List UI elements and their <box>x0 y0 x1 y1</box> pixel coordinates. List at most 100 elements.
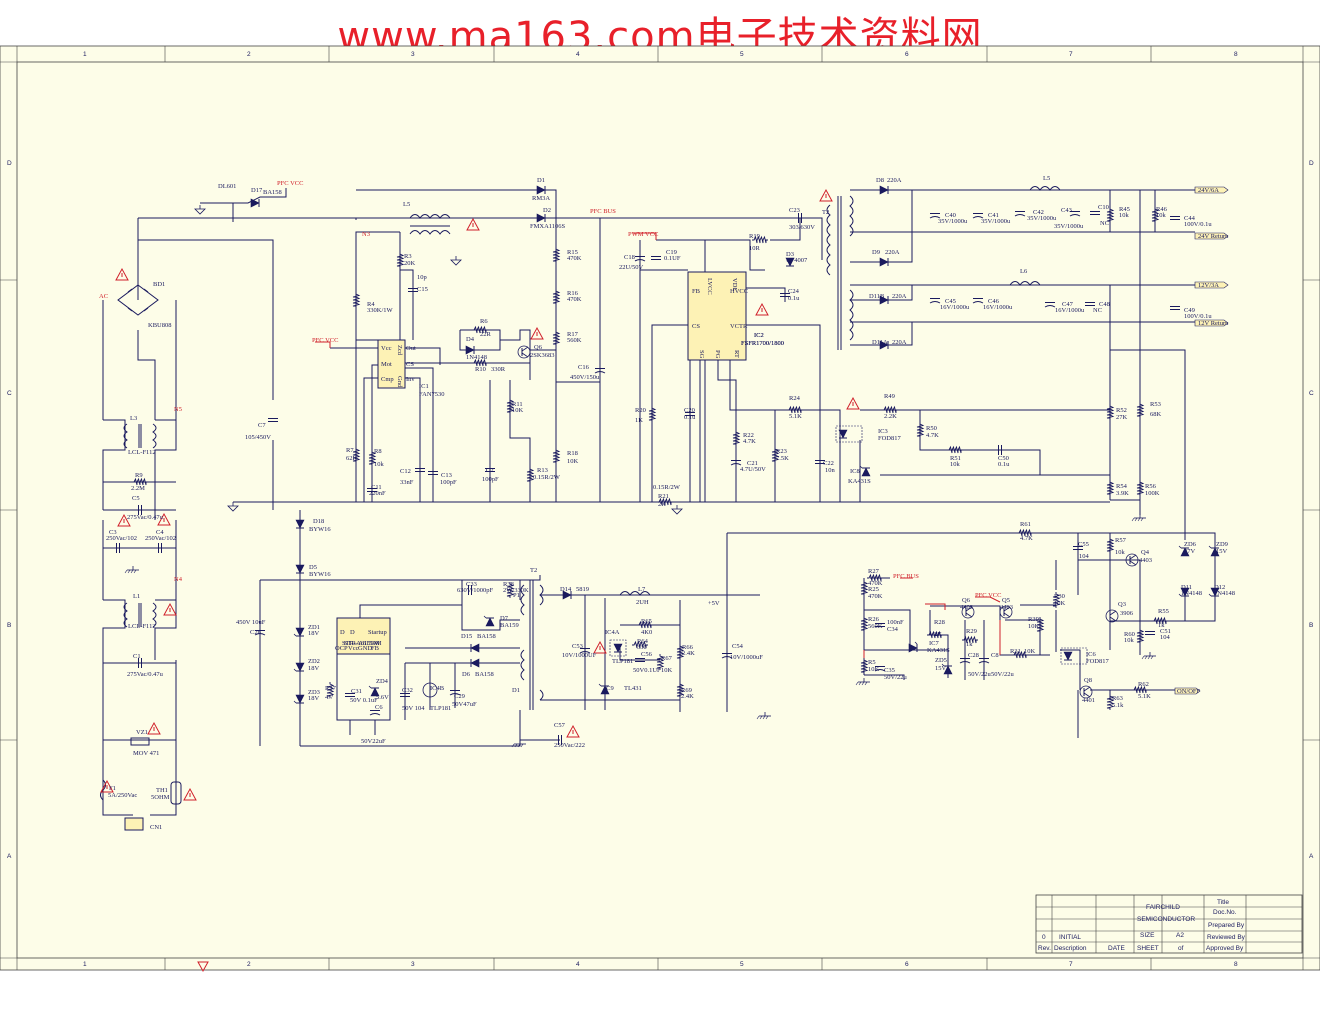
net-n3: N3 <box>362 231 370 238</box>
label-106: 220A <box>887 177 902 184</box>
label-90: C20 <box>684 407 695 414</box>
opto-ic6-led-box <box>1060 647 1088 665</box>
label-92: 0.15R/2W <box>653 484 681 491</box>
label-257: 2W/330K <box>503 587 529 594</box>
resistor-r9 <box>132 477 148 486</box>
label-158: 3.9K <box>1116 490 1129 497</box>
label-252: C29 <box>454 693 465 700</box>
label-8: 2.2M <box>131 485 145 492</box>
label-133: C46 <box>988 298 1000 305</box>
diode-zd5-body <box>943 665 953 675</box>
warning-1 <box>530 326 544 340</box>
cap-c45-plate-b <box>929 301 941 304</box>
frame-row-left-B: B <box>7 622 11 629</box>
label-191: R63 <box>1112 695 1123 702</box>
label-27: R3 <box>404 253 412 260</box>
label-208: 2K <box>934 631 942 638</box>
gnd-dl601-tri <box>194 208 206 215</box>
label-132: 16V/1000u <box>940 304 970 311</box>
label-13: C4 <box>156 529 164 536</box>
label-67: R17 <box>567 331 579 338</box>
diode-ic9-body <box>600 685 610 695</box>
gnd-sec-hatch <box>1131 517 1135 522</box>
label-159: R56 <box>1145 483 1157 490</box>
transistor-q6-mos-body <box>517 345 531 359</box>
frame-col-bottom-1: 1 <box>83 961 87 968</box>
label-74: 22U/50V <box>619 264 644 271</box>
transformer-t2-standby <box>520 580 544 710</box>
diode-d3-body <box>785 257 795 267</box>
diode-d8-body <box>879 185 889 195</box>
diode-d12-zen <box>1208 593 1212 597</box>
diode-ic7-body <box>908 643 918 653</box>
label-263: D6 <box>462 671 471 678</box>
label-210: KA431S <box>927 647 950 654</box>
resistors <box>132 207 1168 710</box>
gnd-std-hatch <box>517 743 521 748</box>
ic2-pin-fb: FB <box>692 288 701 295</box>
label-249: 50V 104 <box>402 705 425 712</box>
ic2-pin-cs: CS <box>692 323 700 330</box>
label-277: 330 <box>637 644 647 651</box>
resistor-r63 <box>1106 694 1115 710</box>
frame-col-top-6: 6 <box>905 51 909 58</box>
frame-col-bottom-2: 2 <box>247 961 251 968</box>
diode-d1-body <box>536 185 546 195</box>
resistor-r29 <box>962 635 978 644</box>
label-260: BA159 <box>500 622 519 629</box>
ic2-part: FSFR1700/1800 <box>741 340 784 347</box>
label-229: D5 <box>309 564 317 571</box>
diode-d17-body <box>250 198 260 208</box>
label-53: C2 <box>486 467 494 474</box>
label-80: UF4007 <box>786 257 808 264</box>
diode-zd1-body <box>295 627 305 637</box>
label-151: IC8 <box>850 468 860 475</box>
ic5-pin-fb: FB <box>371 645 380 652</box>
label-179: R55 <box>1158 608 1169 615</box>
resistor-r16 <box>552 289 561 305</box>
label-264: BA158 <box>475 671 494 678</box>
diode-d9-body <box>879 257 889 267</box>
cap-c40-plate-b <box>929 216 941 219</box>
label-190: 4401 <box>1082 697 1095 704</box>
label-94: 2K <box>658 501 666 508</box>
thermistor-th1 <box>170 781 182 805</box>
label-227: D18 <box>313 518 324 525</box>
ic2-pin-sg: SG <box>698 350 705 359</box>
label-107: D9 <box>872 249 880 256</box>
label-47: C11 <box>371 484 382 491</box>
label-169: ZD6 <box>1184 541 1197 548</box>
label-119: C43 <box>1061 207 1072 214</box>
label-271: 10V/1000UF <box>562 652 597 659</box>
diode-d11-zen <box>1178 593 1182 597</box>
output-inductors <box>619 186 1061 596</box>
ic5-pin-d2: D <box>350 629 355 636</box>
label-185: R30 <box>1054 593 1065 600</box>
diode-zd4-zen <box>368 685 372 689</box>
label-247: 50V22uF <box>361 738 386 745</box>
transistor-q5-c <box>1003 606 1011 612</box>
label-117: C42 <box>1033 209 1044 216</box>
label-144: 4.7K <box>926 432 939 439</box>
label-140: 100V/0.1u <box>1184 313 1212 320</box>
label-279: 50V0.1UF <box>633 667 661 674</box>
label-290: C57 <box>554 722 566 729</box>
label-55: R11 <box>512 401 523 408</box>
cap-c6-plate-b <box>369 713 381 716</box>
resistor-r7 <box>352 447 361 463</box>
label-202: C34 <box>887 626 899 633</box>
transistor-q6-mos-e <box>521 352 529 358</box>
label-203: R5 <box>868 659 876 666</box>
label-164: 104 <box>1079 553 1090 560</box>
label-26: L5 <box>403 201 410 208</box>
output-label-0: 24V/6A <box>1198 187 1219 194</box>
label-98: 4.7U/50V <box>740 466 766 473</box>
label-283: 2.4K <box>682 650 695 657</box>
label-84: 0.1u <box>788 295 800 302</box>
label-36: 1N4148 <box>466 354 487 361</box>
drawing-sheet <box>0 45 1320 971</box>
label-34: 22R <box>480 331 492 338</box>
net-pfc-bus-2: PFC BUS <box>893 573 919 580</box>
label-175: D12 <box>1214 584 1225 591</box>
diode-d7-body <box>485 617 495 627</box>
